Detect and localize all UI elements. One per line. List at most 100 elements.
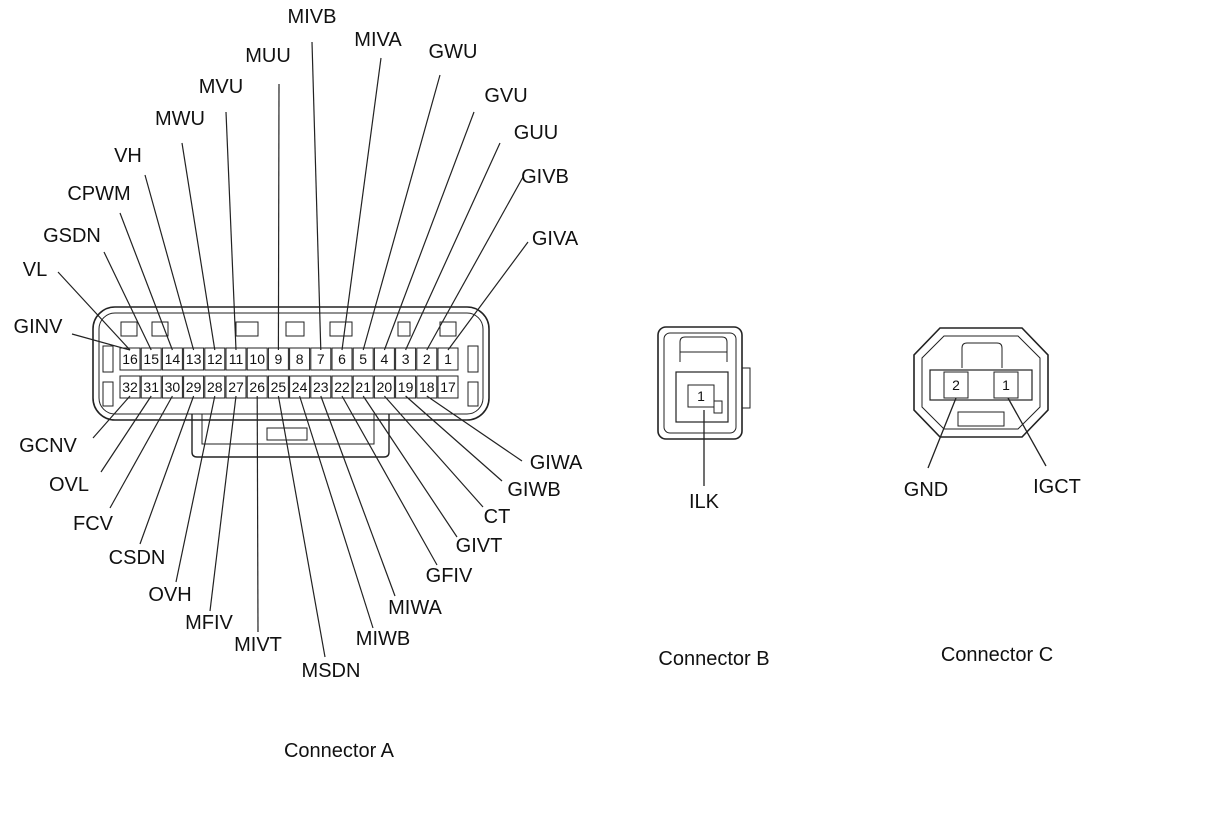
connector-c-pin-1-cell bbox=[993, 371, 1019, 399]
connector-a-pin-cell bbox=[140, 347, 162, 371]
connector-a-pin-number: 23 bbox=[313, 379, 329, 395]
connector-a-pin-cell bbox=[331, 375, 353, 399]
connector-a-signal-label: GFIV bbox=[426, 565, 473, 587]
connector-a-leader-line bbox=[119, 212, 173, 351]
connector-a-leader-line bbox=[341, 57, 382, 351]
connector-a-pin-number: 13 bbox=[186, 351, 202, 367]
connector-a-pin-cell bbox=[373, 375, 395, 399]
connector-a-pin-number: 28 bbox=[207, 379, 223, 395]
connector-a-pin-cell bbox=[289, 375, 311, 399]
connector-a-signal-label: CPWM bbox=[67, 183, 130, 205]
connector-a-side-post-left-lower bbox=[102, 381, 114, 407]
connector-b: 1 ILK Connector B bbox=[657, 326, 770, 670]
connector-a-leader-line bbox=[383, 111, 475, 351]
connector-a-pin-number: 27 bbox=[228, 379, 244, 395]
connector-a-pin-cell bbox=[119, 347, 141, 371]
connector-a-side-post-right-lower bbox=[467, 381, 479, 407]
connector-b-top-latch bbox=[679, 336, 728, 362]
connector-b-label-ilk: ILK bbox=[689, 491, 720, 513]
connector-a-signal-label: OVL bbox=[49, 474, 89, 496]
connector-a-signal-label: GSDN bbox=[43, 225, 101, 247]
connector-a-labels: GIVAGIVBGUUGVUGWUMIVAMIVBMUUMVUMWUVHCPWM… bbox=[14, 6, 583, 682]
connector-a-key bbox=[397, 321, 411, 337]
connector-a-leader-line bbox=[71, 333, 131, 351]
connector-a-leader-line bbox=[256, 395, 259, 633]
connector-a-latch-inner bbox=[201, 414, 375, 445]
connector-a-signal-label: MFIV bbox=[185, 612, 233, 634]
connector-a-pin-number: 3 bbox=[402, 351, 410, 367]
connector-a-pin-number: 2 bbox=[423, 351, 431, 367]
connector-a-signal-label: GIWB bbox=[507, 479, 560, 501]
connector-c-inner-housing bbox=[921, 335, 1041, 430]
connector-a-signal-label: GIWA bbox=[530, 452, 583, 474]
connector-a-leader-line bbox=[320, 395, 396, 597]
connector-a-leader-line bbox=[341, 395, 438, 566]
connector-a-latch-tab bbox=[266, 427, 308, 441]
connector-c-pin-1: 1 bbox=[1002, 377, 1010, 393]
connector-a-pin-cell bbox=[395, 347, 417, 371]
connector-a-leader-line bbox=[426, 395, 523, 462]
connector-a-pin-number: 6 bbox=[338, 351, 346, 367]
connector-a-signal-label: MIVT bbox=[234, 634, 282, 656]
connector-a-signal-label: GINV bbox=[14, 316, 64, 338]
connector-a-leader-line bbox=[362, 74, 441, 351]
connector-a-pin-cell bbox=[310, 375, 332, 399]
connector-a-leader-line bbox=[175, 395, 216, 583]
connector-a-leader-line bbox=[311, 41, 322, 351]
connector-a-pin-number: 31 bbox=[143, 379, 159, 395]
connector-a-leader-line bbox=[209, 395, 237, 612]
connector-a-pin-number: 1 bbox=[444, 351, 452, 367]
connector-a-pin-number: 30 bbox=[165, 379, 181, 395]
connector-c-caption: Connector C bbox=[941, 644, 1053, 666]
connector-a-leaders bbox=[57, 41, 529, 658]
connector-a-signal-label: MIVA bbox=[354, 29, 402, 51]
connector-a-pin-cell bbox=[119, 375, 141, 399]
connector-a-signal-label: GIVA bbox=[532, 228, 579, 250]
connector-c-label-gnd: GND bbox=[904, 479, 948, 501]
connector-a-leader-line bbox=[103, 251, 152, 351]
connector-c: 2 1 GND IGCT Connector C bbox=[904, 327, 1081, 666]
connector-c-housing bbox=[913, 327, 1049, 438]
connector-c-pin-2: 2 bbox=[952, 377, 960, 393]
connector-a-leader-line bbox=[405, 142, 501, 351]
connector-b-caption: Connector B bbox=[658, 648, 769, 670]
connector-a-signal-label: MUU bbox=[245, 45, 291, 67]
connector-a-pin-cell bbox=[161, 347, 183, 371]
connector-a-leader-line bbox=[277, 395, 326, 658]
connector-a-leader-line bbox=[100, 395, 152, 473]
connector-a-pin-number: 18 bbox=[419, 379, 435, 395]
connector-a-signal-label: FCV bbox=[73, 513, 114, 535]
connector-a-signal-label: GUU bbox=[514, 122, 558, 144]
connector-a-signal-label: MWU bbox=[155, 108, 205, 130]
connector-b-pin-1: 1 bbox=[697, 388, 705, 404]
connector-a-pin-number: 9 bbox=[275, 351, 283, 367]
connector-a-side-post-left bbox=[102, 345, 114, 373]
connector-b-terminal-tab bbox=[713, 400, 723, 414]
connector-a-pin-number: 8 bbox=[296, 351, 304, 367]
connector-a-pin-number: 7 bbox=[317, 351, 325, 367]
connector-a-leader-line bbox=[383, 395, 484, 508]
connector-a-pin-cell bbox=[183, 375, 205, 399]
connector-c-bottom-latch bbox=[957, 411, 1005, 427]
connector-a-key bbox=[235, 321, 259, 337]
connector-a-leader-line bbox=[277, 83, 280, 351]
connector-a-signal-label: VH bbox=[114, 145, 142, 167]
connector-a-pin-number: 5 bbox=[359, 351, 367, 367]
connector-a-caption: Connector A bbox=[284, 740, 395, 762]
connector-a-leader-line bbox=[299, 395, 374, 629]
connector-a-signal-label: GIVT bbox=[456, 535, 503, 557]
connector-a-signal-label: MIWB bbox=[356, 628, 410, 650]
connector-a-pin-number: 11 bbox=[229, 351, 244, 367]
connector-a-pin-cell bbox=[289, 347, 311, 371]
connector-a-pin-cell bbox=[161, 375, 183, 399]
connector-a-pin-number: 21 bbox=[355, 379, 371, 395]
connector-a-pin-cell bbox=[352, 375, 374, 399]
connector-a-pin-number: 25 bbox=[271, 379, 287, 395]
connector-c-leader-gnd bbox=[927, 397, 957, 469]
connector-a-pin-number: 24 bbox=[292, 379, 308, 395]
connector-a-signal-label: MVU bbox=[199, 76, 243, 98]
connector-a-pin-cell bbox=[416, 347, 438, 371]
connector-a-pin-cell bbox=[437, 375, 459, 399]
connector-a-pin-cell bbox=[373, 347, 395, 371]
